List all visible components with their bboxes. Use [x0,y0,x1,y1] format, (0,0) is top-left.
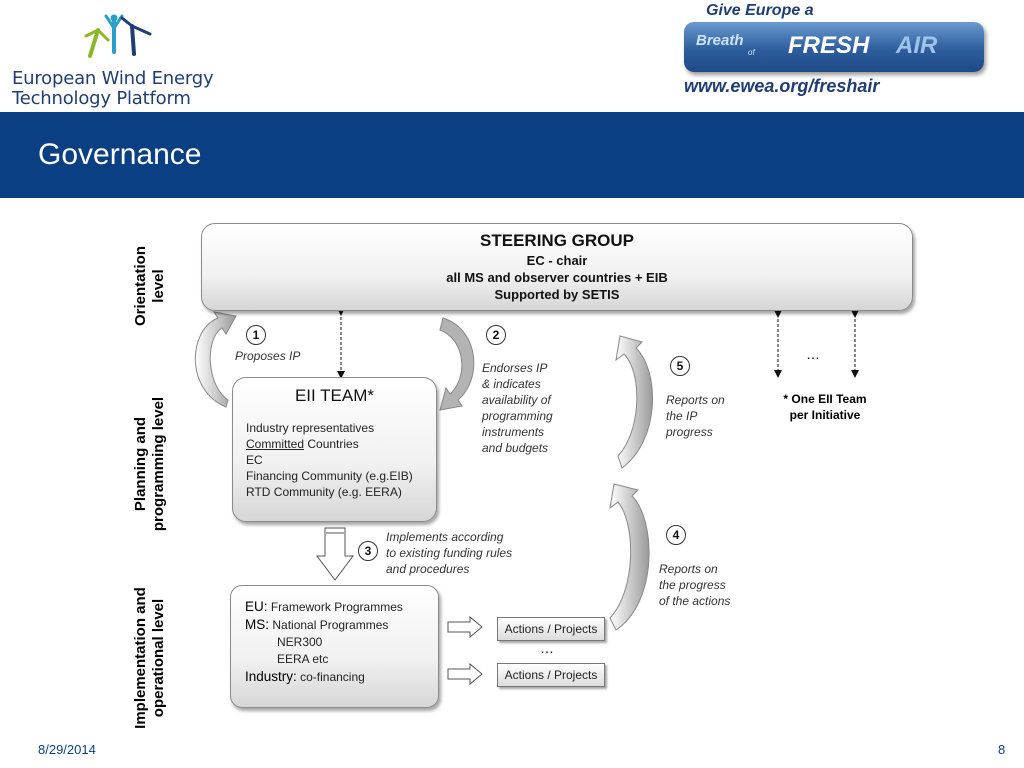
step-3-label-line: and procedures [386,562,470,576]
step-3-label-line: Implements according [386,530,504,544]
step-number-3: 3 [358,541,378,561]
step-4-label: Reports on the progress of the actions [659,561,730,609]
eii-team-title: EII TEAM* [294,386,375,405]
impl-eu-key: EU: [245,599,268,614]
step-2-label-line: Endorses IP [482,361,548,375]
impl-ms-key: MS: [245,617,270,632]
steering-group-line1: EC - chair [526,253,588,268]
campaign-fresh-text: FRESH [788,32,870,59]
steering-group-line2: all MS and observer countries + EIB [446,270,668,285]
org-name-line1: European Wind Energy [12,68,214,89]
eii-team-item: Committed Countries [246,436,436,452]
note-line: per Initiative [789,408,861,422]
step-4-label-line: of the actions [659,594,731,608]
step-3-label-line: to existing funding rules [386,546,513,560]
curved-arrow-reports-ip [615,335,654,469]
right-arrow-actions-2 [447,662,483,686]
step-number-5: 5 [670,356,690,376]
step-2-label-line: & indicates [482,377,541,391]
step-2-label: Endorses IP & indicates availability of … [482,360,553,456]
impl-industry-key: Industry: [245,669,297,684]
step-number-2: 2 [486,325,506,345]
eii-team-item: EC [246,453,263,467]
step-1-label: Proposes IP [235,349,301,363]
step-number-4: 4 [666,525,686,545]
step-4-label-line: the progress [659,578,726,592]
implementation-box: EU: Framework Programmes MS: National Pr… [230,585,439,708]
step-5-label: Reports on the IP progress [666,392,725,440]
impl-row-ms-sub1: NER300 [277,635,323,649]
eii-team-item-rest: Countries [304,437,359,451]
step-2-label-line: programming [482,409,553,423]
step-number-1: 1 [246,325,266,345]
org-name-line2: Technology Platform [12,88,191,109]
curved-arrow-reports-actions [609,483,650,631]
steering-group-box: STEERING GROUP EC - chair all MS and obs… [201,223,913,311]
slide-title: Governance [38,138,202,171]
footer-date: 8/29/2014 [38,742,96,757]
step-3-label: Implements according to existing funding… [386,529,512,577]
down-arrow-implements [316,527,354,581]
eii-team-item: RTD Community (e.g. EERA) [246,485,402,499]
campaign-air-text: AIR [896,32,938,59]
actions-ellipsis: … [540,640,554,656]
campaign-banner: Breath of FRESH AIR [684,22,984,72]
eii-team-item: Industry representatives [246,421,375,435]
eii-team-note: * One EII Team per Initiative [770,391,880,423]
step-2-label-line: availability of [482,393,551,407]
step-4-label-line: Reports on [659,562,718,576]
impl-row-ms-sub2: EERA etc [277,652,329,666]
campaign-url: www.ewea.org/freshair [684,76,880,96]
eii-team-item: Financing Community (e.g.EIB) [246,469,413,483]
steering-group-line3: Supported by SETIS [494,287,620,302]
actions-projects-box: Actions / Projects [497,617,605,641]
step-2-label-line: instruments [482,425,545,439]
footer-page-number: 8 [998,742,1006,757]
right-arrow-actions-1 [447,615,483,639]
actions-projects-box: Actions / Projects [497,663,605,687]
curved-arrow-proposes [194,311,237,408]
impl-row-ms: MS: National Programmes [245,616,438,634]
step-5-label-line: progress [666,425,713,439]
impl-ms-value: National Programmes [269,618,389,632]
step-2-label-line: and budgets [482,441,549,455]
campaign-tagline: Give Europe a [706,2,814,19]
campaign-breath-text: Breath [696,32,744,49]
more-teams-ellipsis: … [806,346,820,362]
wind-turbines-icon [84,14,152,58]
impl-industry-value: co-financing [296,670,365,684]
title-bar: Governance [0,112,1024,198]
fresh-air-campaign-logo: Give Europe a Breath of FRESH AIR www.ew… [680,2,996,102]
eii-team-item-underlined: Committed [246,437,305,451]
note-line: * One EII Team [783,392,867,406]
impl-eu-value: Framework Programmes [267,600,403,614]
steering-group-title: STEERING GROUP [480,231,634,250]
impl-row-eu: EU: Framework Programmes [245,598,438,616]
ewetp-logo: European Wind Energy Technology Platform [10,8,220,110]
impl-row-industry: Industry: co-financing [245,668,438,686]
campaign-of-text: of [748,48,755,57]
step-5-label-line: the IP [666,409,698,423]
curved-arrow-endorses [439,317,475,411]
step-5-label-line: Reports on [666,393,725,407]
eii-team-box: EII TEAM* Industry representatives Commi… [232,377,437,522]
